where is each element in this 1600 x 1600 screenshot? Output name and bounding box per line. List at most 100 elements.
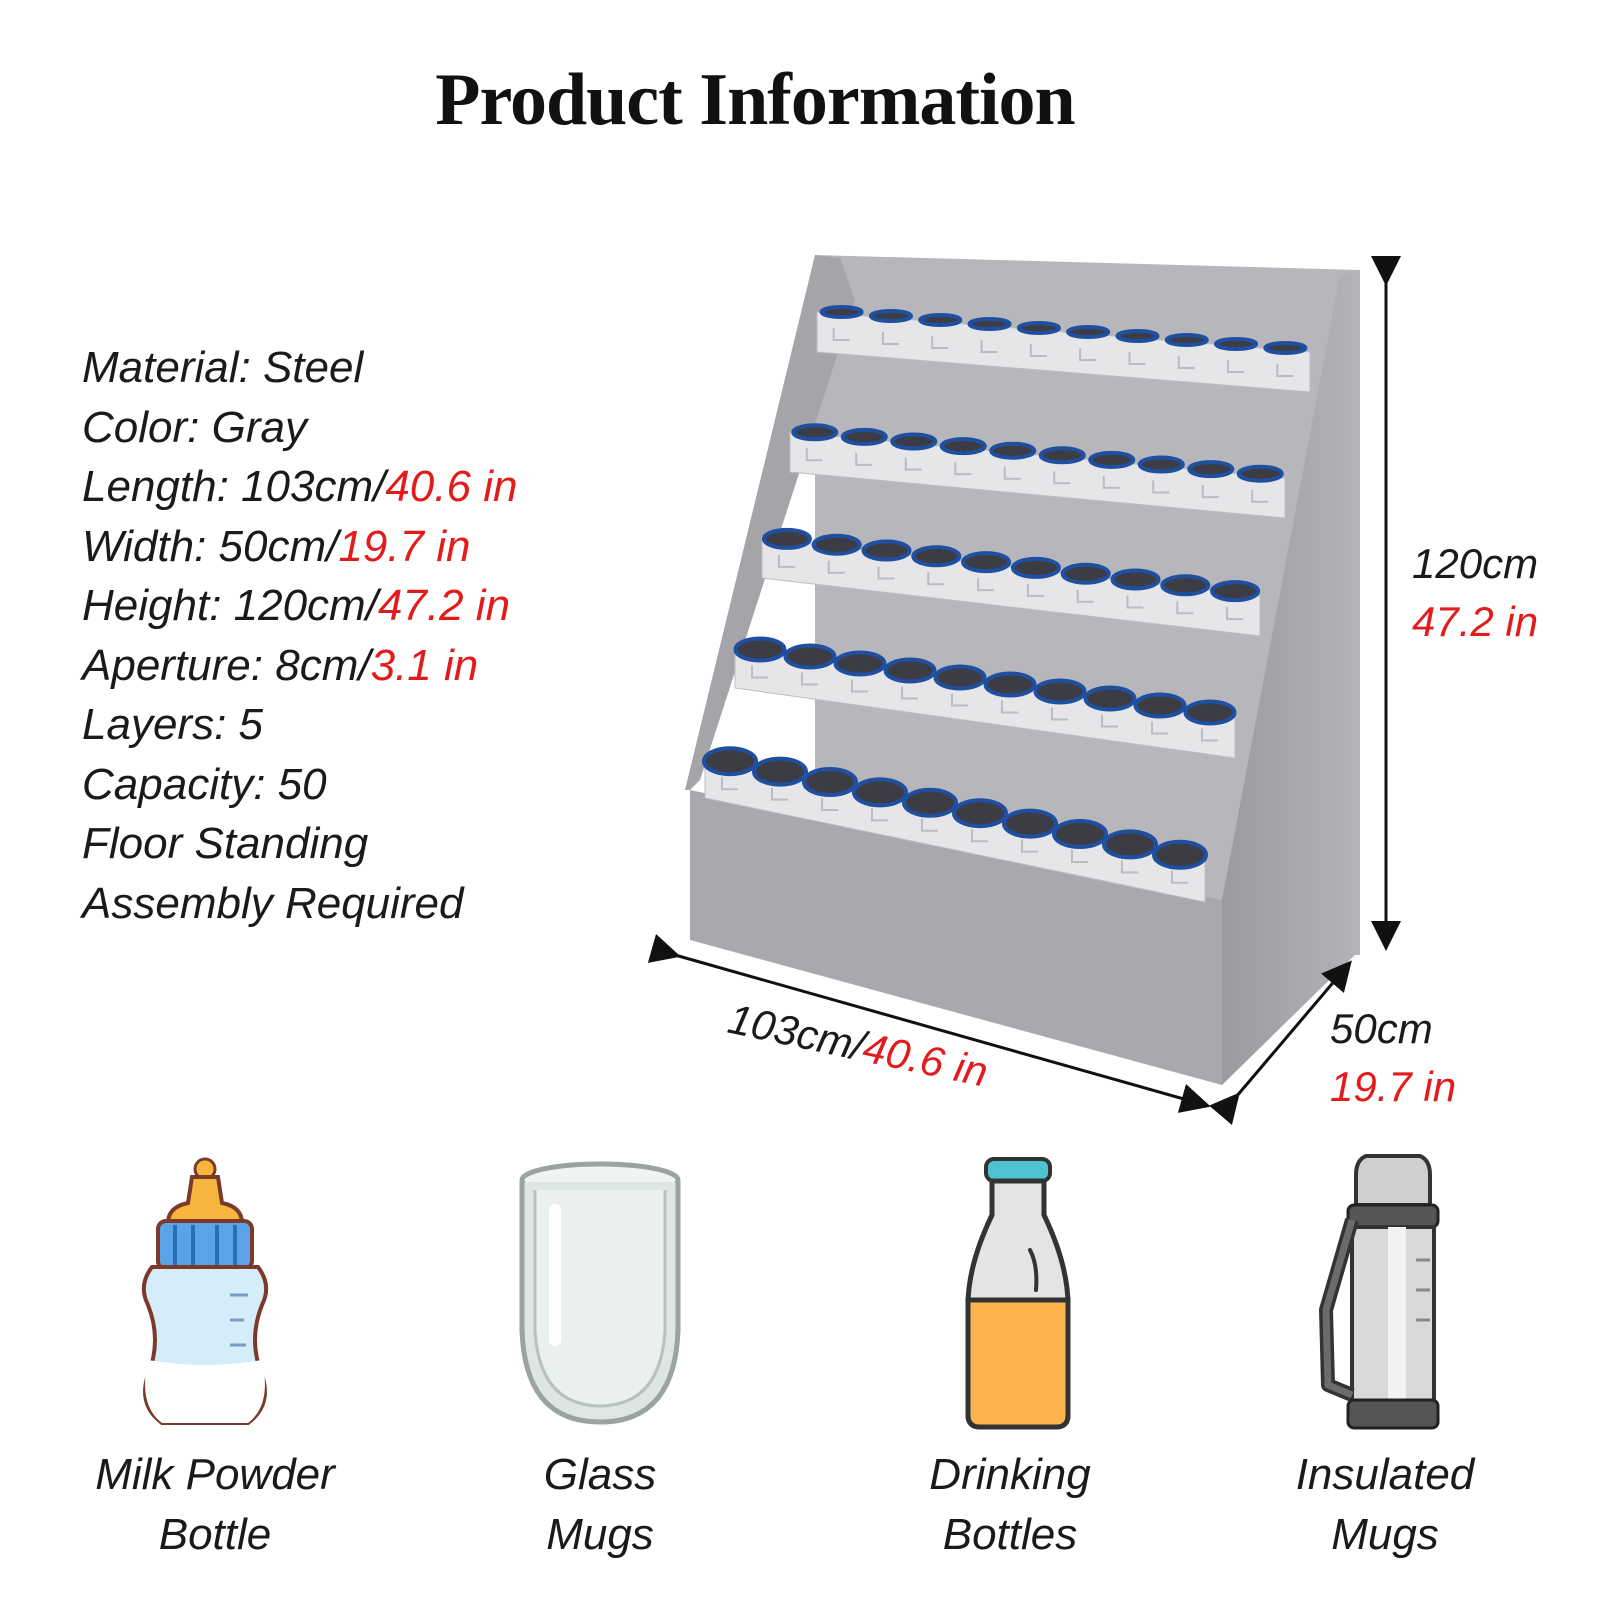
shelf-label-slot bbox=[1026, 583, 1044, 597]
shelf-label-slot bbox=[751, 665, 768, 679]
shelf-hole bbox=[933, 664, 987, 691]
shelf-hole bbox=[1236, 464, 1284, 483]
shelf-hole bbox=[1152, 839, 1208, 870]
shelf-label-slot bbox=[1152, 480, 1170, 494]
shelf-hole bbox=[1164, 333, 1209, 347]
shelf-hole bbox=[783, 643, 837, 670]
shelf-hole bbox=[939, 437, 987, 456]
shelf-hole bbox=[1010, 556, 1061, 579]
shelf-label-slot bbox=[954, 462, 972, 476]
spec-color: Color: Gray bbox=[82, 402, 307, 452]
shelf-label-slot bbox=[851, 679, 868, 693]
spec-width: Width: 50cm/19.7 in bbox=[82, 521, 471, 571]
shelf-hole bbox=[819, 305, 864, 319]
shelf-hole bbox=[1060, 562, 1111, 585]
shelf-label-slot bbox=[1051, 707, 1068, 721]
shelf-hole bbox=[802, 767, 858, 797]
shelf-label-slot bbox=[1176, 601, 1194, 615]
shelf-hole bbox=[983, 671, 1037, 698]
shelf-hole bbox=[1263, 341, 1308, 355]
shelf-hole bbox=[1038, 446, 1086, 465]
spec-capacity: Capacity: 50 bbox=[82, 759, 327, 809]
shelf-hole bbox=[961, 551, 1012, 574]
shelf-label-slot bbox=[1126, 595, 1144, 609]
shelf-label-slot bbox=[881, 332, 899, 345]
spec-assembly: Assembly Required bbox=[82, 878, 464, 928]
shelf-label-slot bbox=[1076, 589, 1094, 603]
shelf-label-slot bbox=[721, 777, 738, 791]
shelf-label-slot bbox=[971, 829, 988, 843]
shelf-label-slot bbox=[931, 336, 949, 349]
shelf-hole bbox=[1183, 699, 1237, 726]
shelf-hole bbox=[1088, 450, 1136, 469]
shelf-hole bbox=[733, 636, 787, 663]
shelf-label-slot bbox=[1003, 466, 1021, 480]
shelf-label-slot bbox=[1227, 360, 1245, 373]
shelf-label-slot bbox=[1102, 475, 1120, 489]
shelf-hole bbox=[1002, 808, 1058, 839]
spec-aperture: Aperture: 8cm/3.1 in bbox=[82, 640, 479, 690]
shelf-hole bbox=[833, 650, 887, 677]
shelf-hole bbox=[1210, 580, 1261, 603]
shelf-hole bbox=[852, 777, 908, 808]
shelf-hole bbox=[1102, 829, 1158, 860]
shelf-label-slot bbox=[801, 672, 818, 686]
shelf-label-slot bbox=[832, 328, 850, 341]
shelf-hole bbox=[1115, 329, 1160, 343]
shelf-hole bbox=[840, 427, 888, 446]
shelf-label-slot bbox=[1177, 356, 1195, 369]
shelf-label-slot bbox=[1053, 471, 1071, 485]
shelf-hole bbox=[1033, 678, 1087, 705]
shelf-hole bbox=[1110, 568, 1161, 591]
shelf-label-slot bbox=[1071, 850, 1088, 863]
shelf-hole bbox=[911, 545, 962, 568]
shelf-hole bbox=[883, 657, 937, 684]
shelf-hole bbox=[752, 756, 808, 787]
width-dimension: 50cm 19.7 in bbox=[1330, 1005, 1457, 1110]
shelf-label-slot bbox=[980, 340, 998, 353]
shelf-label-slot bbox=[827, 560, 845, 574]
drink-bottle-icon bbox=[965, 1157, 1071, 1430]
spec-material: Material: Steel bbox=[82, 343, 364, 392]
shelf-label-slot bbox=[877, 566, 895, 580]
shelf-label-slot bbox=[1101, 714, 1118, 728]
shelf-label-slot bbox=[1021, 839, 1038, 853]
shelf-hole bbox=[989, 441, 1037, 460]
shelf-label-slot bbox=[821, 798, 838, 811]
baby-bottle-icon bbox=[141, 1157, 269, 1425]
rack-right-side bbox=[1222, 270, 1360, 1085]
shelf-label-slot bbox=[871, 808, 888, 822]
page-title: Product Information bbox=[435, 59, 1075, 141]
shelf-label-slot bbox=[1029, 344, 1047, 357]
shelf-hole bbox=[1016, 321, 1061, 335]
shelf-hole bbox=[1187, 460, 1235, 479]
shelf-hole bbox=[1083, 685, 1137, 712]
spec-list: Material: Steel Color: Gray Length: 103c… bbox=[82, 338, 517, 933]
shelf-label-slot bbox=[904, 457, 922, 471]
shelf-hole bbox=[1137, 455, 1185, 474]
shelf-label-slot bbox=[927, 572, 945, 586]
shelf-hole bbox=[902, 787, 958, 818]
shelf-hole bbox=[791, 423, 839, 442]
shelf-label-slot bbox=[855, 452, 873, 466]
shelf-hole bbox=[811, 533, 862, 556]
shelf-label-slot bbox=[777, 554, 795, 568]
shelf-hole bbox=[1160, 574, 1211, 597]
shelf-label-slot bbox=[1151, 721, 1168, 735]
shelf-label-slot bbox=[951, 693, 968, 707]
shelf-label-slot bbox=[901, 686, 918, 700]
glass-icon bbox=[519, 1161, 681, 1425]
shelf-hole bbox=[761, 527, 812, 550]
shelf-hole bbox=[1214, 337, 1259, 351]
shelf-label-slot bbox=[1251, 489, 1269, 503]
shelf-hole bbox=[1133, 692, 1187, 719]
spec-length: Length: 103cm/40.6 in bbox=[82, 462, 518, 511]
height-dimension: 120cm 47.2 in bbox=[1412, 540, 1539, 645]
spec-layers: Layers: 5 bbox=[82, 700, 263, 749]
shelf-hole bbox=[861, 539, 912, 562]
shelf-hole bbox=[967, 317, 1012, 331]
